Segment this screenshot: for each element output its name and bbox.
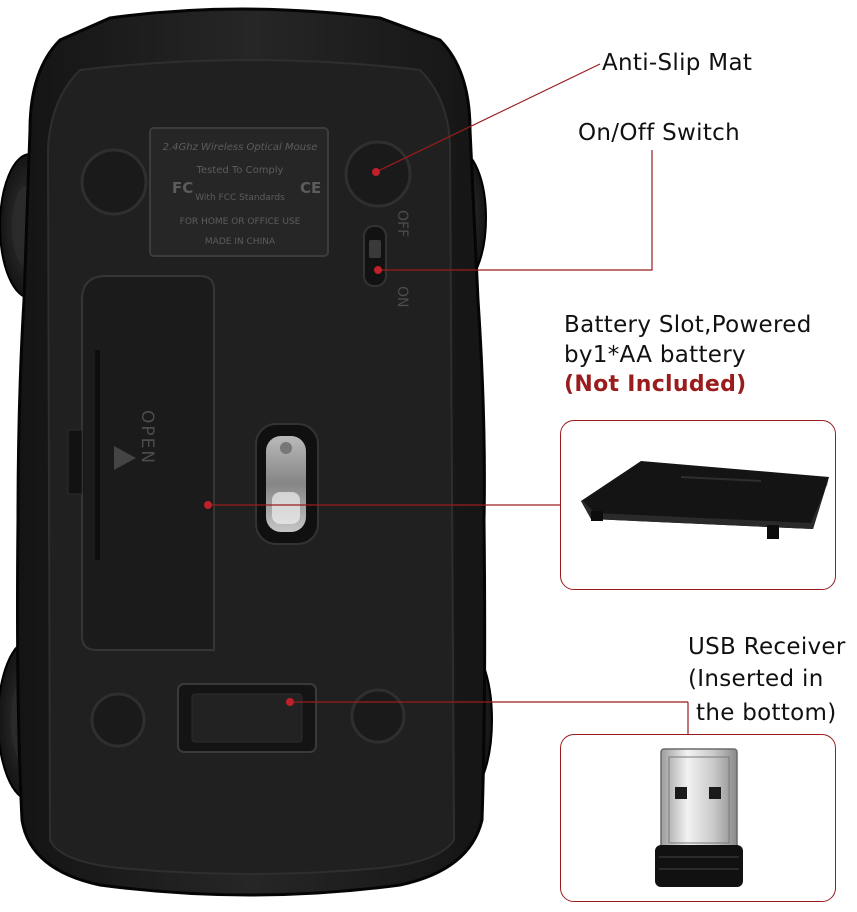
usb-receiver-detail-box bbox=[560, 734, 836, 902]
battery-slot-label-line-2: by1*AA battery bbox=[564, 342, 746, 368]
battery-not-included-note: (Not Included) bbox=[564, 372, 747, 397]
usb-receiver-label-line-3: the bottom) bbox=[696, 700, 837, 726]
label-line-2: Tested To Comply bbox=[196, 165, 284, 176]
switch-off-label: OFF bbox=[394, 210, 410, 237]
label-line-7: MADE IN CHINA bbox=[205, 237, 276, 247]
label-line-1: 2.4Ghz Wireless Optical Mouse bbox=[163, 142, 318, 153]
switch-on-label: ON bbox=[394, 286, 410, 308]
callout-dot-switch bbox=[374, 266, 382, 274]
usb-receiver-slot bbox=[177, 683, 317, 753]
anti-slip-pad-top-left bbox=[80, 148, 148, 216]
callout-dot-anti-slip bbox=[372, 168, 380, 176]
usb-receiver-detail-image bbox=[655, 748, 743, 887]
open-label: OPEN bbox=[137, 410, 157, 465]
battery-cover-detail-image bbox=[581, 461, 829, 539]
optical-sensor bbox=[255, 423, 319, 545]
callout-dot-usb bbox=[286, 698, 294, 706]
callout-lines bbox=[208, 63, 689, 734]
fcc-mark: FC bbox=[172, 179, 193, 197]
usb-receiver-label-line-2: (Inserted in bbox=[688, 666, 824, 692]
on-off-switch-label: On/Off Switch bbox=[578, 120, 740, 146]
label-line-4: With FCC Standards bbox=[195, 193, 285, 203]
callout-dot-battery bbox=[204, 501, 212, 509]
battery-slot-label-line-1: Battery Slot,Powered bbox=[564, 312, 812, 338]
regulatory-label: 2.4Ghz Wireless Optical Mouse Tested To … bbox=[149, 127, 329, 257]
battery-cover-detail-box bbox=[560, 420, 836, 590]
ce-mark: CE bbox=[300, 179, 321, 197]
anti-slip-pad-bottom-left bbox=[90, 692, 146, 748]
anti-slip-mat-label: Anti-Slip Mat bbox=[602, 50, 753, 76]
anti-slip-pad-bottom-right bbox=[350, 688, 406, 744]
label-line-6: FOR HOME OR OFFICE USE bbox=[180, 217, 301, 227]
battery-cover: OPEN bbox=[67, 275, 215, 651]
usb-receiver-label-line-1: USB Receiver bbox=[688, 634, 846, 660]
